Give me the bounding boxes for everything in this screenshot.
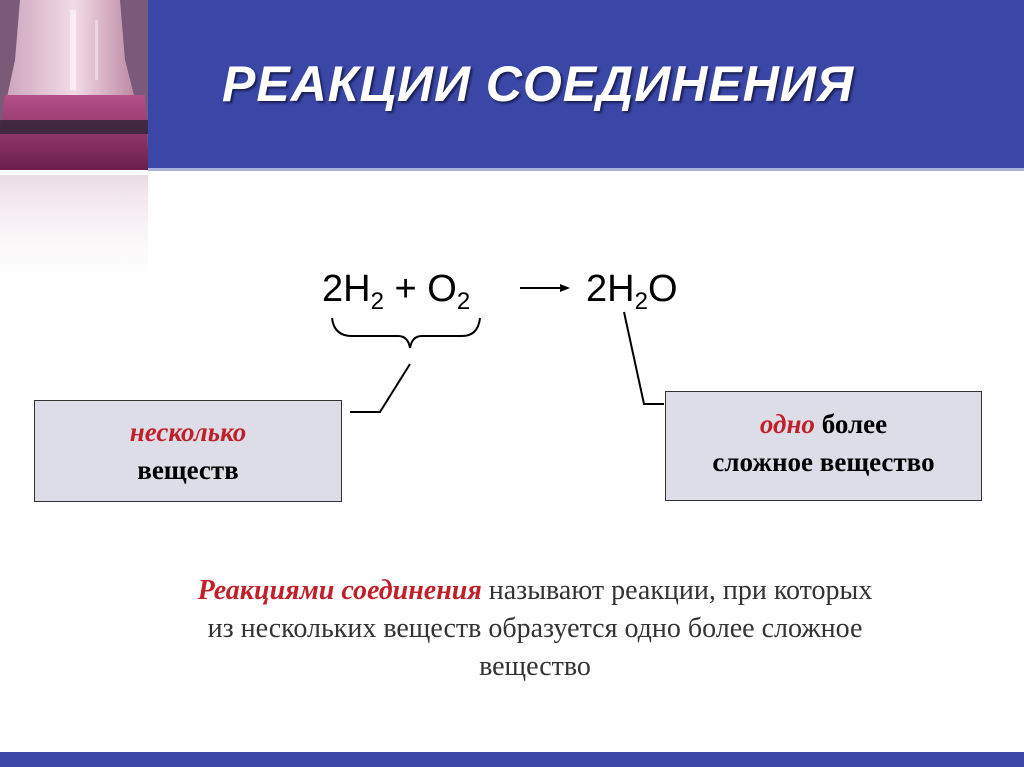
definition-line-3: вещество [479, 651, 591, 682]
product-text-2: сложное вещество [712, 447, 935, 477]
footer-bar [0, 752, 1024, 767]
flask-image [0, 0, 148, 300]
reactants: 2H2 + O2 [322, 268, 471, 315]
product-text-1: более [821, 409, 888, 439]
definition-line-2: из нескольких веществ образуется одно бо… [207, 613, 863, 644]
slide-title: РЕАКЦИИ СОЕДИНЕНИЯ [222, 56, 855, 112]
title-bar-underline [148, 168, 1024, 171]
right-connector [623, 311, 664, 405]
reactants-text: веществ [137, 455, 239, 485]
product-box: одно более сложное вещество [665, 391, 982, 501]
definition-line-1: называют реакции, при которых [488, 575, 873, 606]
reactants-brace [331, 317, 481, 349]
definition-term: Реакциями соединения [197, 575, 482, 606]
product-highlight: одно [759, 409, 815, 439]
reaction-arrowhead [560, 284, 570, 292]
left-connector [350, 363, 411, 413]
title-bar [148, 0, 1024, 168]
definition-paragraph: Реакциями соединения называют реакции, п… [110, 572, 960, 686]
reactants-highlight: несколько [129, 417, 247, 447]
reactants-box: несколько веществ [34, 400, 342, 502]
product: 2H2O [586, 268, 678, 315]
